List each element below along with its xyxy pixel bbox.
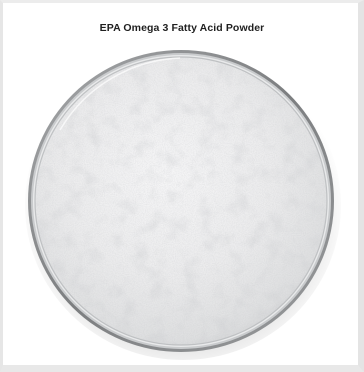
product-title: EPA Omega 3 Fatty Acid Powder	[99, 22, 265, 34]
